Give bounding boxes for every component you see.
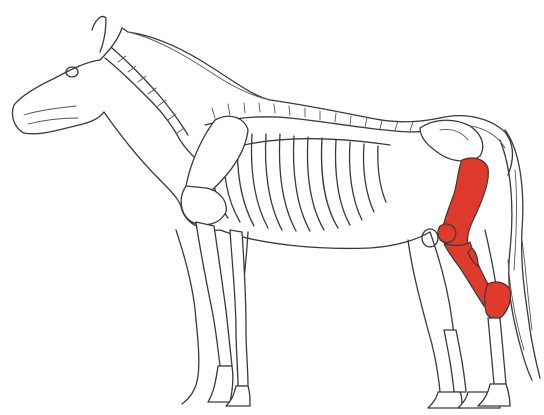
tail bbox=[500, 130, 540, 380]
highlighted-hind-leg-bones bbox=[438, 158, 511, 319]
patella-bone bbox=[438, 224, 456, 243]
pelvis bbox=[420, 120, 505, 161]
front-leg bbox=[176, 116, 250, 406]
spine bbox=[105, 48, 445, 165]
hock-bone bbox=[485, 282, 511, 319]
